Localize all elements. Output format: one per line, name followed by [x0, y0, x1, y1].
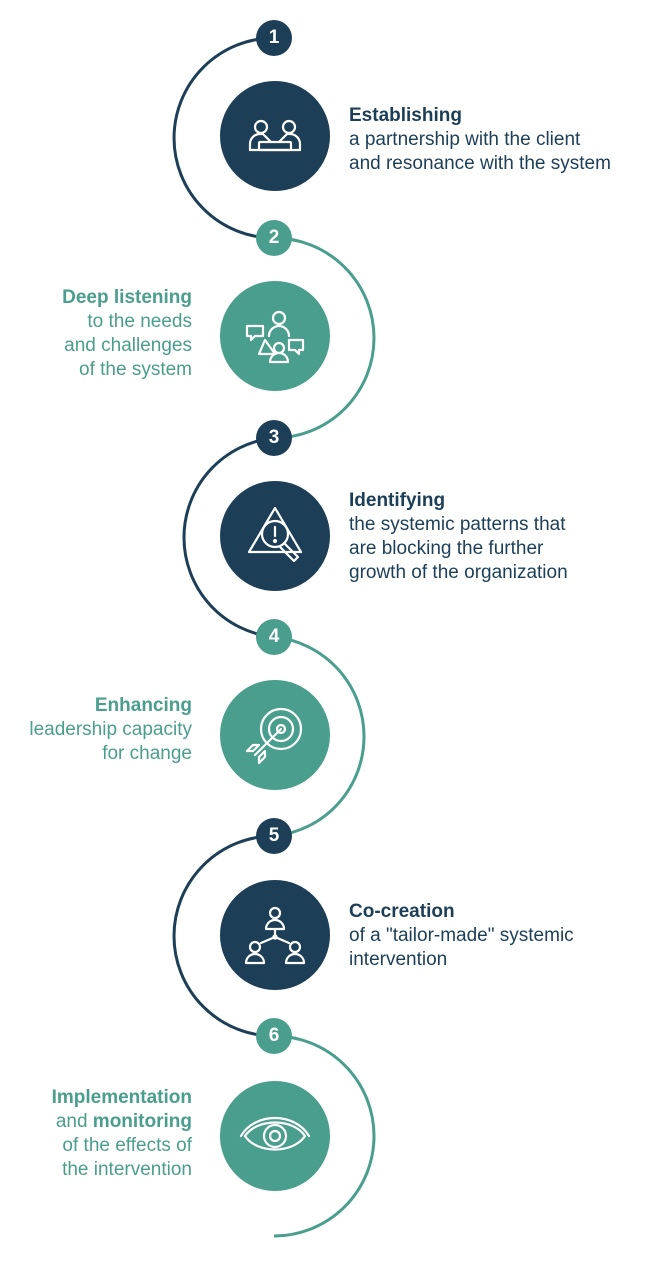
step-5-number: 5	[256, 818, 292, 854]
step-3-line-3: growth of the organization	[349, 562, 568, 583]
step-6-title-a: Implementation	[51, 1087, 192, 1108]
step-2-line-3: of the system	[79, 359, 192, 380]
step-1-line-1: a partnership with the client	[349, 129, 581, 150]
step-5-icon-circle	[220, 880, 330, 990]
step-5-title: Co-creation	[349, 901, 455, 922]
step-3-line-2: are blocking the further	[349, 538, 544, 559]
step-3-text: Identifying the systemic patterns that a…	[349, 489, 568, 585]
step-6-line-1: of the effects of	[62, 1135, 192, 1156]
step-1-line-2: and resonance with the system	[349, 153, 611, 174]
step-2-text: Deep listening to the needs and challeng…	[62, 286, 192, 382]
step-1-icon-circle	[220, 81, 330, 191]
step-4-line-1: leadership capacity	[29, 719, 192, 740]
step-2-line-1: to the needs	[87, 311, 192, 332]
step-6-title-b: monitoring	[92, 1111, 192, 1132]
step-3-icon-circle	[220, 481, 330, 591]
step-5-text: Co-creation of a "tailor-made" systemic …	[349, 900, 574, 972]
step-1-text: Establishing a partnership with the clie…	[349, 104, 611, 176]
eye-icon	[239, 1116, 311, 1151]
step-2-line-2: and challenges	[64, 335, 192, 356]
step-3-line-1: the systemic patterns that	[349, 514, 566, 535]
step-3-title: Identifying	[349, 490, 446, 511]
conversation-group-icon	[245, 310, 305, 364]
step-1-number: 1	[256, 20, 292, 56]
step-2-number: 2	[256, 220, 292, 256]
step-4-title: Enhancing	[94, 695, 192, 716]
step-5-line-2: intervention	[349, 949, 448, 970]
step-4-icon-circle	[220, 680, 330, 790]
step-2-icon-circle	[220, 281, 330, 391]
step-6-title-b-prefix: and	[55, 1111, 93, 1132]
step-2-title: Deep listening	[62, 287, 192, 308]
step-4-text: Enhancing leadership capacity for change	[29, 694, 192, 766]
step-6-text: Implementation and monitoring of the eff…	[52, 1086, 192, 1182]
step-6-number: 6	[256, 1018, 292, 1054]
network-people-icon	[244, 906, 306, 965]
step-4-line-2: for change	[102, 743, 192, 764]
step-6-line-2: the intervention	[62, 1159, 192, 1180]
step-4-number: 4	[256, 619, 292, 655]
step-5-line-1: of a "tailor-made" systemic	[349, 925, 574, 946]
handshake-meeting-icon	[248, 119, 302, 152]
step-3-number: 3	[256, 420, 292, 456]
warning-magnifier-icon	[247, 506, 303, 563]
step-6-icon-circle	[220, 1081, 330, 1191]
step-1-title: Establishing	[349, 105, 462, 126]
target-arrow-icon	[245, 707, 303, 765]
